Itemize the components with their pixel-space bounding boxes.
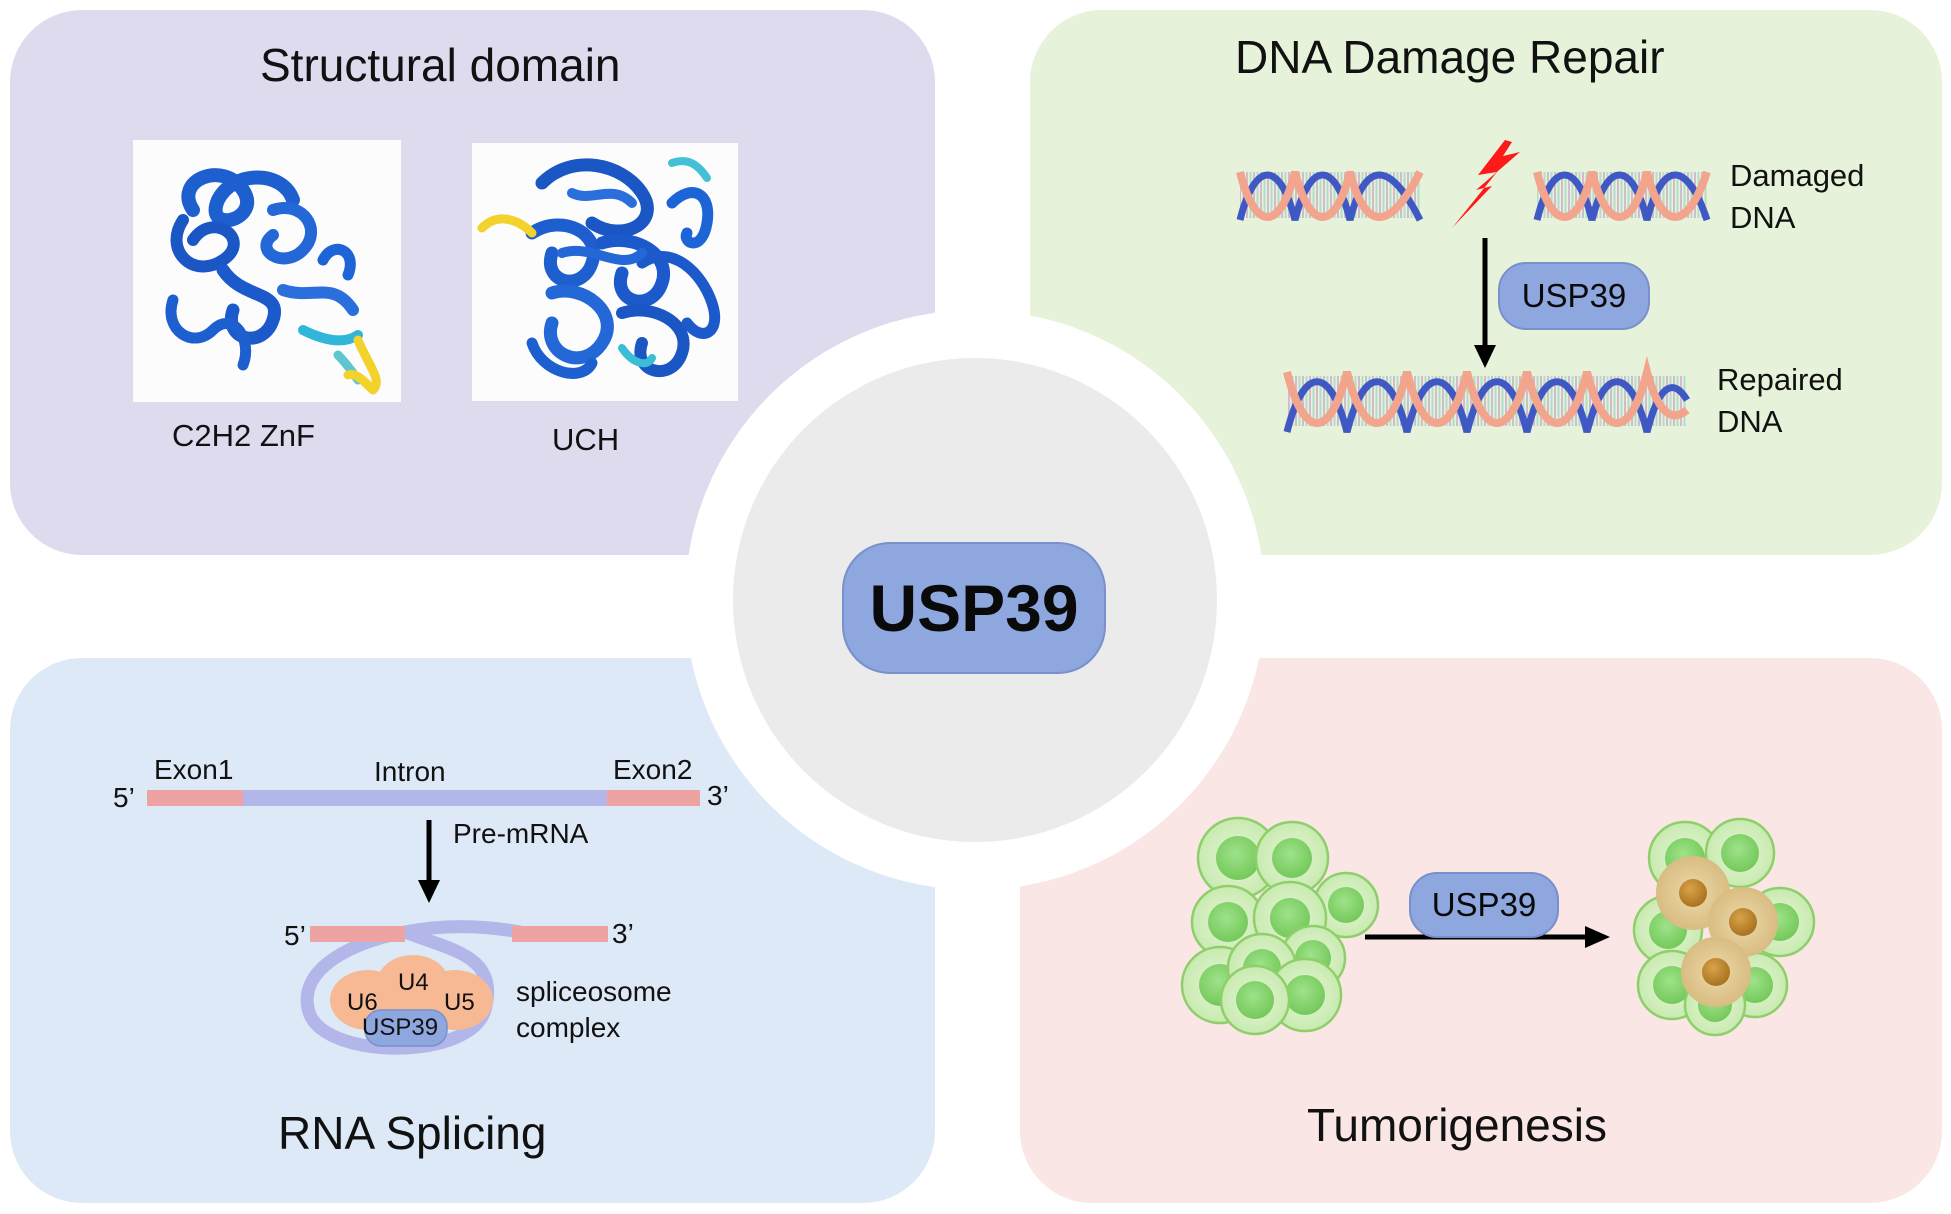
pre-mrna-5prime-label: 5’ (113, 782, 135, 813)
exon1-label: Exon1 (154, 754, 234, 785)
repaired-dna-label-line2: DNA (1717, 404, 1783, 439)
damaged-dna-label-line2: DNA (1730, 200, 1796, 235)
exon2-label: Exon2 (613, 754, 693, 785)
dna-repair-usp39-pill: USP39 (1498, 262, 1650, 330)
pre-mrna-label: Pre-mRNA (453, 818, 589, 849)
tumorigenesis-usp39-pill: USP39 (1409, 872, 1559, 938)
pre-mrna-3prime-label: 3’ (707, 780, 729, 811)
uch-label: UCH (552, 422, 620, 457)
c2h2-znf-ribbon (165, 168, 381, 395)
spliced-5prime-label: 5’ (284, 920, 306, 951)
spliced-3prime-label: 3’ (612, 918, 634, 949)
spliceosome-label-line1: spliceosome (516, 976, 672, 1007)
damaged-dna-label-line1: Damaged (1730, 158, 1865, 193)
center-usp39-label: USP39 (842, 542, 1106, 674)
usp39-splicing-label: USP39 (362, 1014, 439, 1041)
uch-ribbon (477, 157, 721, 379)
u6-label: U6 (347, 989, 378, 1016)
c2h2-znf-structure-image (133, 140, 401, 402)
c2h2-znf-label: C2H2 ZnF (172, 418, 315, 453)
tumorigenesis-title: Tumorigenesis (1307, 1099, 1607, 1151)
repaired-dna-label-line1: Repaired (1717, 362, 1843, 397)
spliceosome-label-line2: complex (516, 1012, 621, 1043)
dna-repair-title: DNA Damage Repair (1235, 31, 1665, 83)
rna-splicing-title: RNA Splicing (278, 1107, 547, 1159)
u4-label: U4 (398, 969, 429, 996)
u5-label: U5 (444, 989, 475, 1016)
uch-structure-image (472, 143, 738, 401)
intron-label: Intron (374, 756, 446, 787)
structural-domain-title: Structural domain (260, 39, 621, 91)
